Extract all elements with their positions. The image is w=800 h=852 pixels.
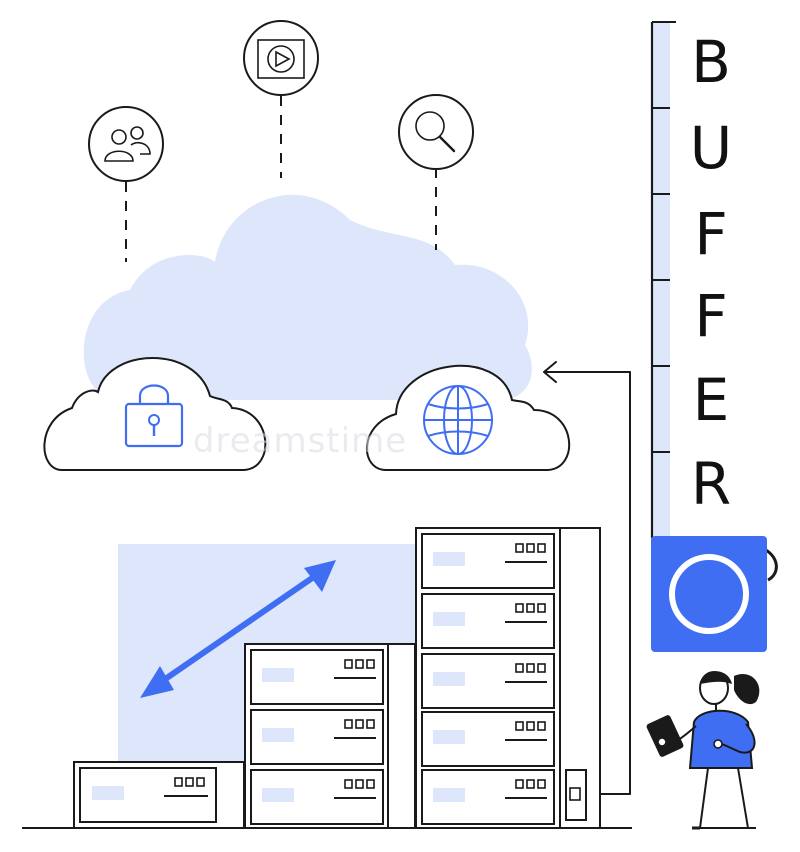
scale-arrow-icon [140,560,336,698]
buffer-letter-4: F [694,282,727,350]
buffer-gauge [650,21,676,539]
server-rack-tall [415,527,601,829]
buffer-letter-1: B [691,28,731,96]
buffer-letter-3: F [694,200,727,268]
server-rack-small [73,761,245,829]
search-icon [398,94,474,170]
users-icon [88,106,164,182]
globe-icon [423,385,493,455]
main-cloud [83,194,532,400]
padlock-icon [124,384,184,448]
dashed-connectors [125,96,437,262]
globe-cloud [365,364,571,471]
buffer-letter-6: R [691,450,731,518]
buffer-letter-5: E [693,366,730,434]
buffer-letter-2: U [690,114,732,182]
buffer-loading-block [651,536,778,652]
person-with-tablet [646,671,760,830]
server-rack-medium [244,643,416,829]
watermark: dreamstime [193,421,407,461]
padlock-cloud [43,357,267,471]
video-play-icon [243,20,319,96]
feedback-arrow [543,361,631,795]
